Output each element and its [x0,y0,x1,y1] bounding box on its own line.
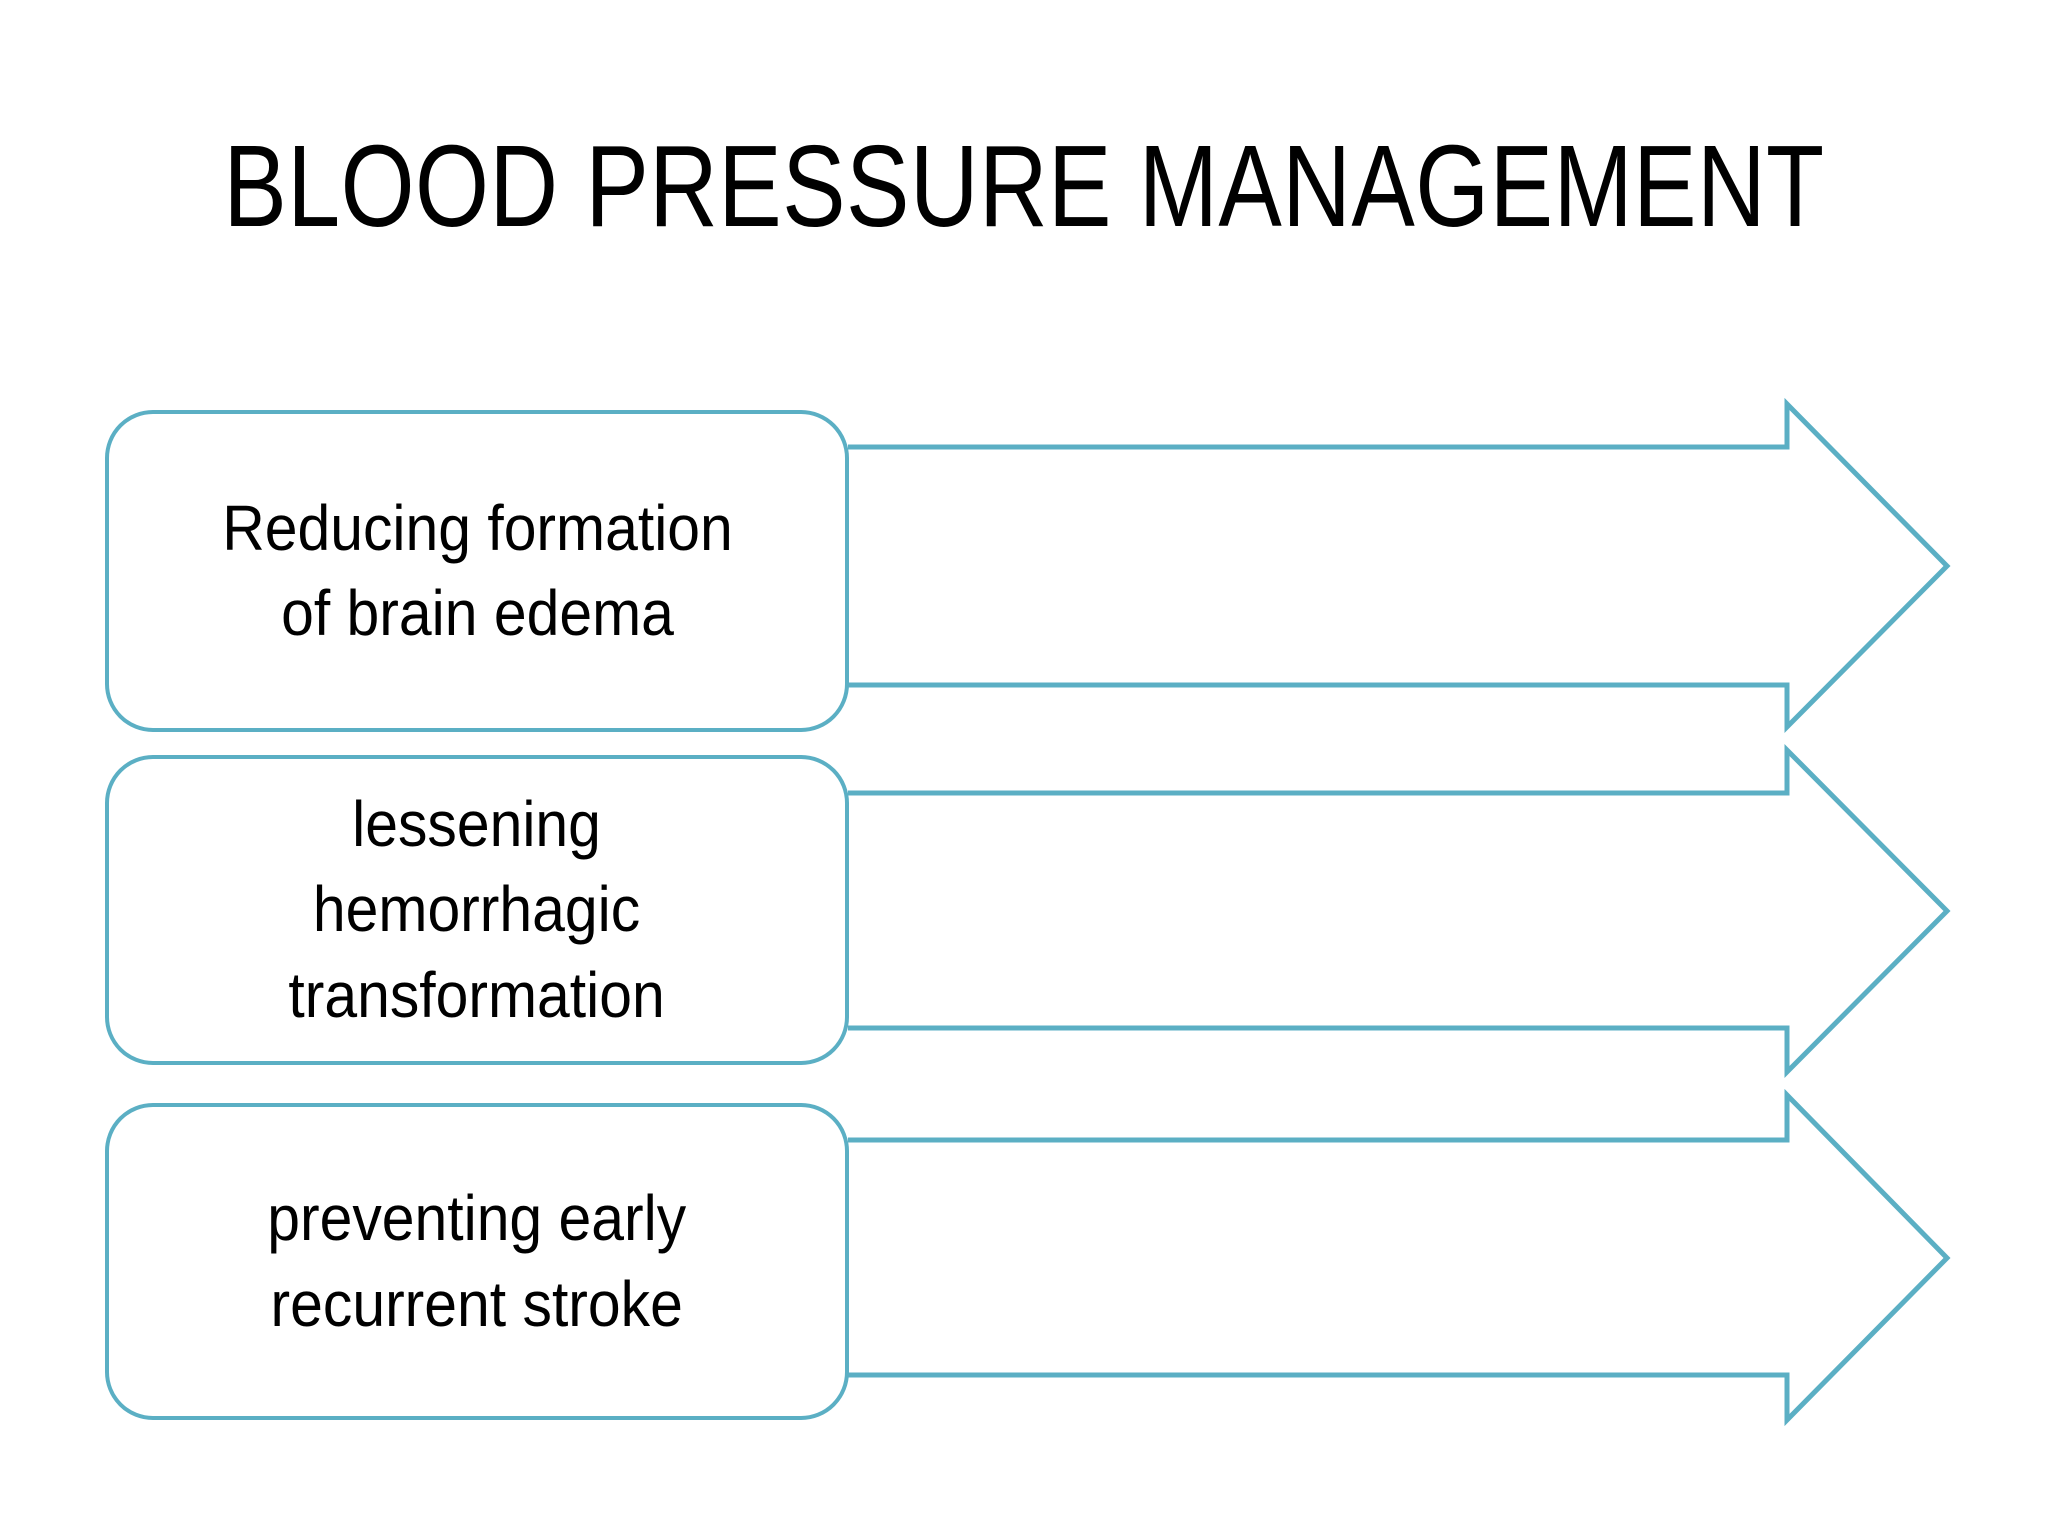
right-arrow-icon-2 [848,743,1951,1079]
right-arrow-icon-1 [848,397,1951,734]
right-arrow-icon-3 [848,1088,1951,1427]
page-title: BLOOD PRESSURE MANAGEMENT [223,120,1825,251]
